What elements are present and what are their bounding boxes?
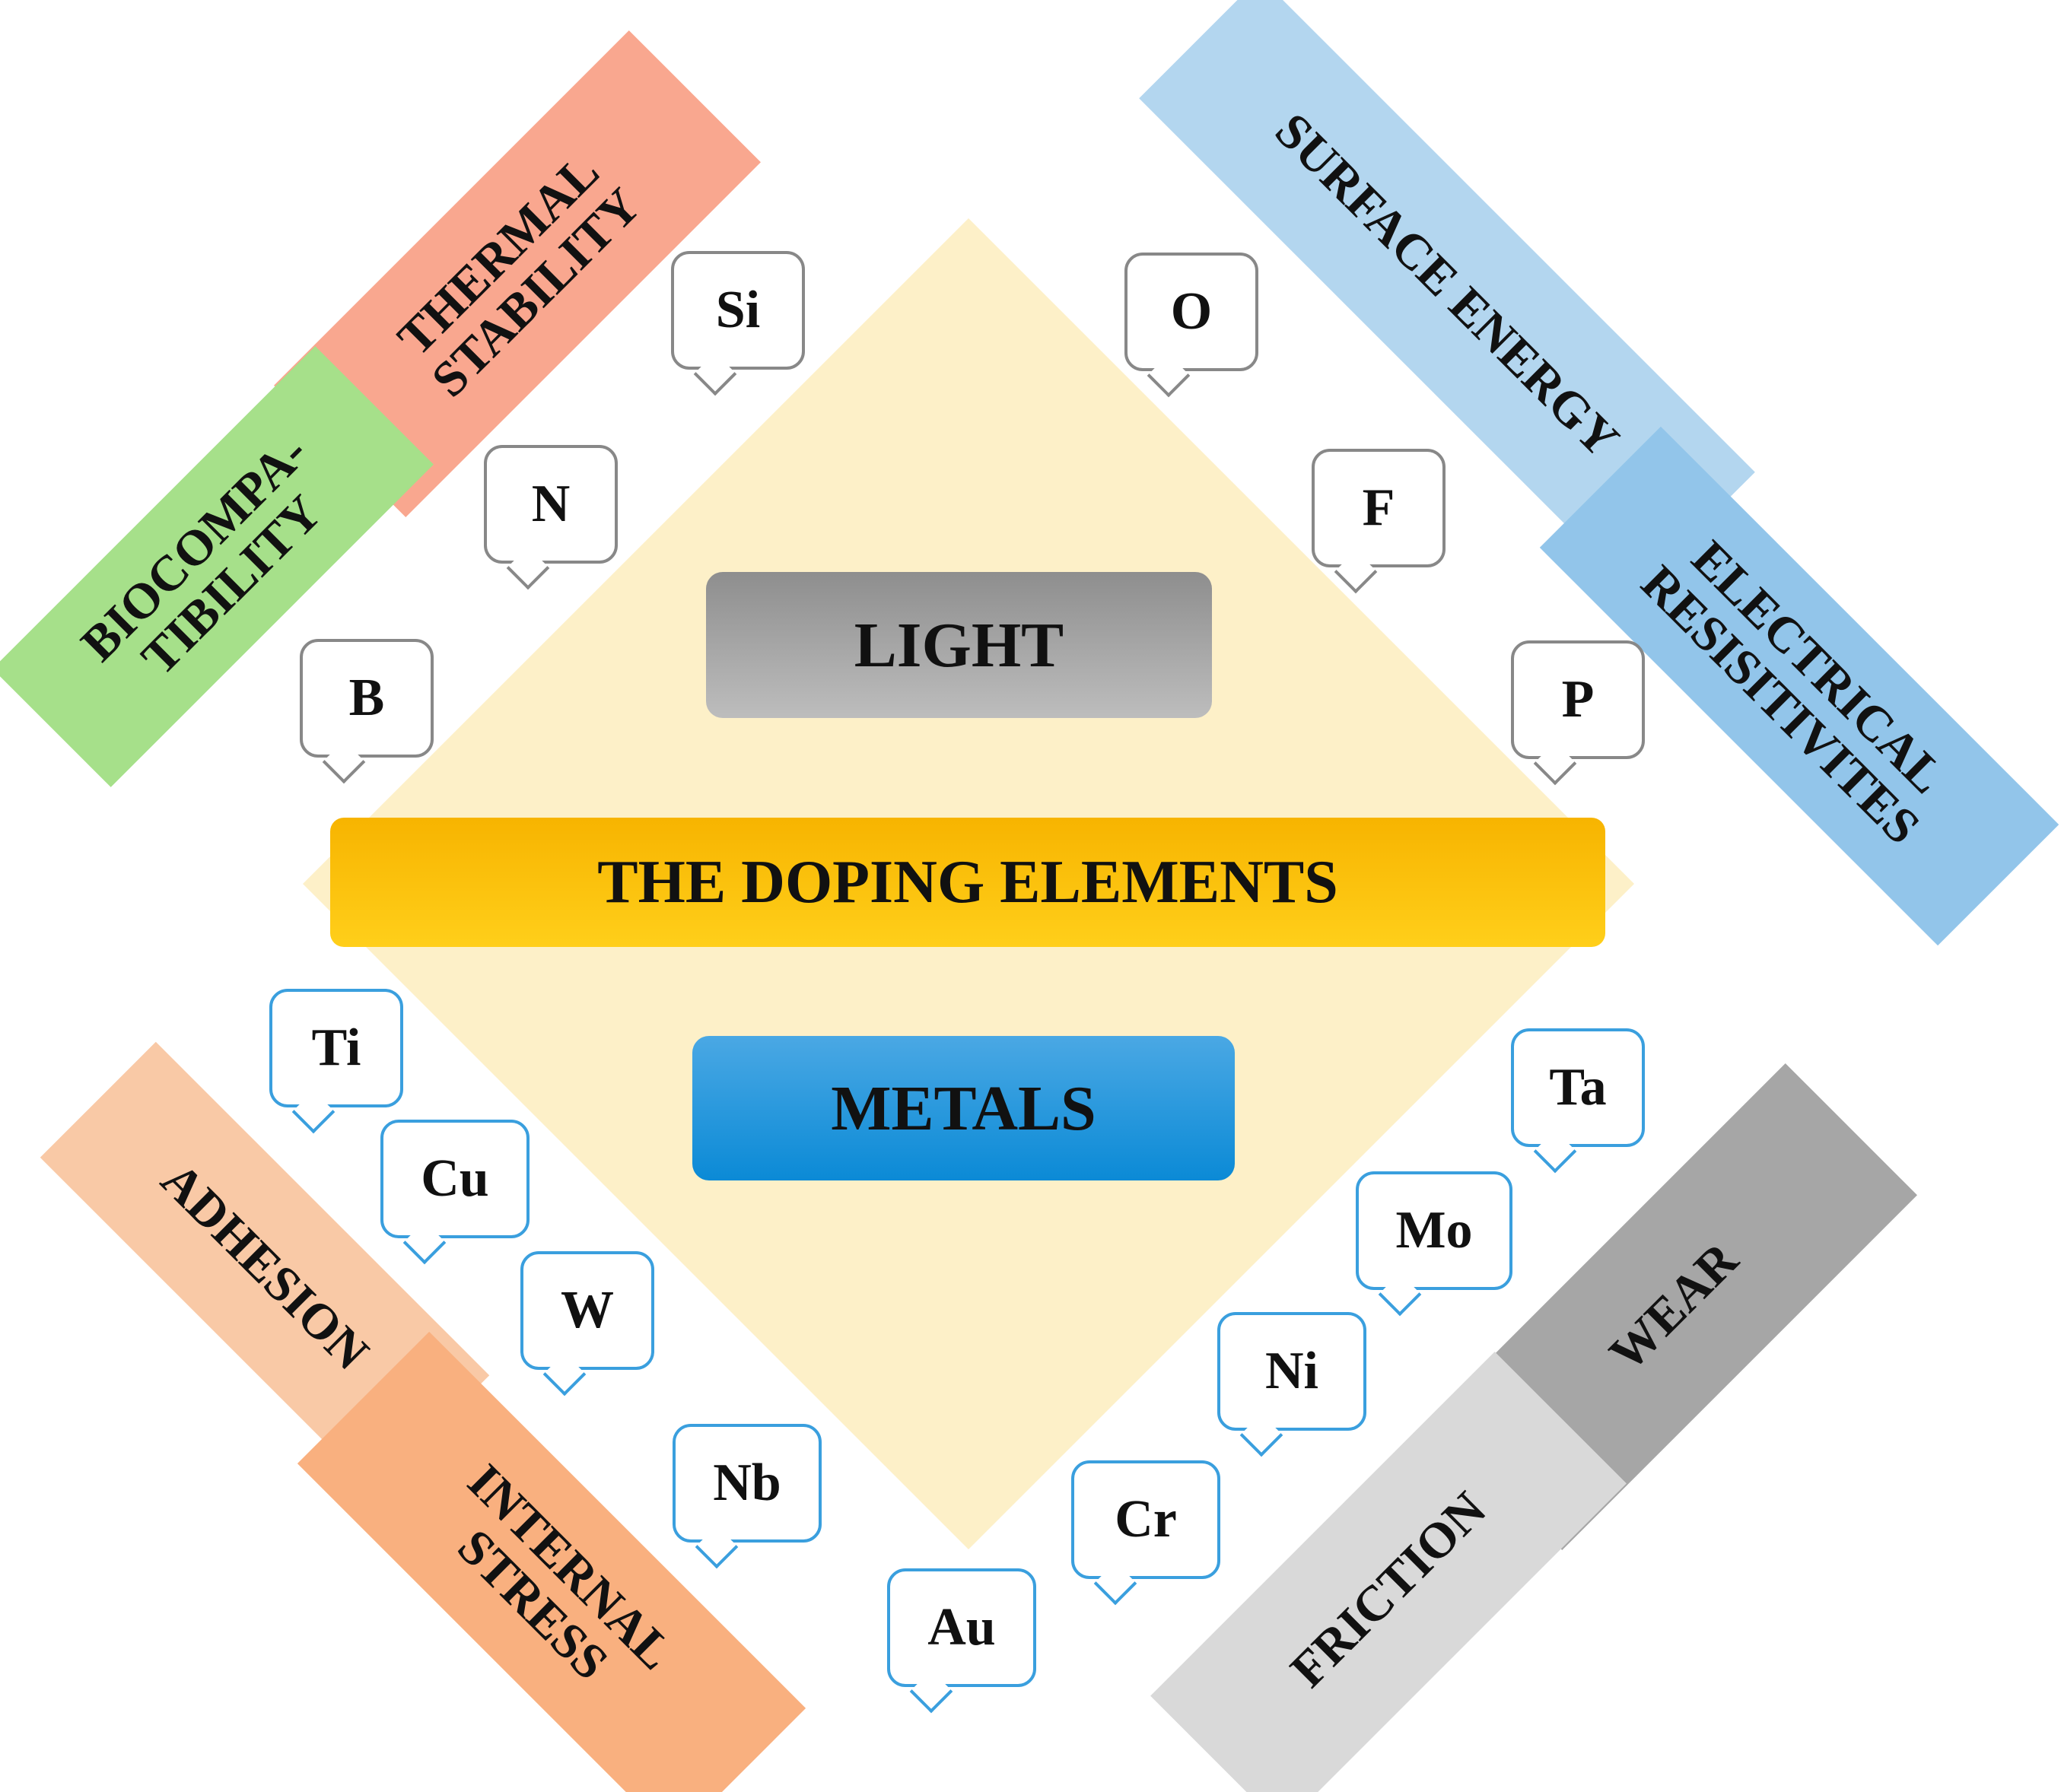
band-thermal-stability-label: THERMAL STABILITY — [387, 144, 651, 408]
band-surface-energy-label: SURFACE ENERGY — [1264, 102, 1630, 468]
element-bubble-ti: Ti — [269, 989, 403, 1134]
element-bubble-ta: Ta — [1511, 1028, 1645, 1174]
element-bubble-cr: Cr — [1071, 1460, 1220, 1606]
element-bubble-mo: Mo — [1356, 1171, 1512, 1317]
element-bubble-b: B — [300, 639, 434, 784]
element-bubble-cu: Cu — [380, 1120, 530, 1265]
element-bubble-au: Au — [887, 1568, 1036, 1714]
band-electrical-resistivities-label: ELECTRICAL RESISITIVITES — [1630, 530, 1955, 855]
metals-label: METALS — [831, 1072, 1096, 1144]
element-bubble-p: P — [1511, 640, 1645, 786]
band-internal-stress: INTERNAL STRESS — [297, 1331, 806, 1792]
element-bubble-o: O — [1124, 253, 1258, 398]
band-internal-stress-label: INTERNAL STRESS — [447, 1454, 684, 1691]
element-bubble-si: Si — [671, 251, 805, 396]
title-label: THE DOPING ELEMENTS — [597, 848, 1338, 916]
element-bubble-n: N — [484, 445, 618, 590]
element-bubble-f: F — [1312, 449, 1446, 594]
band-friction-label: FRICTION — [1280, 1481, 1497, 1698]
band-wear-label: WEAR — [1598, 1231, 1749, 1382]
element-bubble-w: W — [520, 1251, 654, 1396]
light-box: LIGHT — [706, 572, 1212, 718]
light-label: LIGHT — [854, 609, 1064, 681]
element-bubble-ni: Ni — [1217, 1312, 1366, 1457]
metals-box: METALS — [692, 1036, 1235, 1180]
element-bubble-nb: Nb — [673, 1424, 822, 1569]
band-adhesion-label: ADHESION — [150, 1152, 380, 1381]
title-bar: THE DOPING ELEMENTS — [330, 818, 1605, 947]
